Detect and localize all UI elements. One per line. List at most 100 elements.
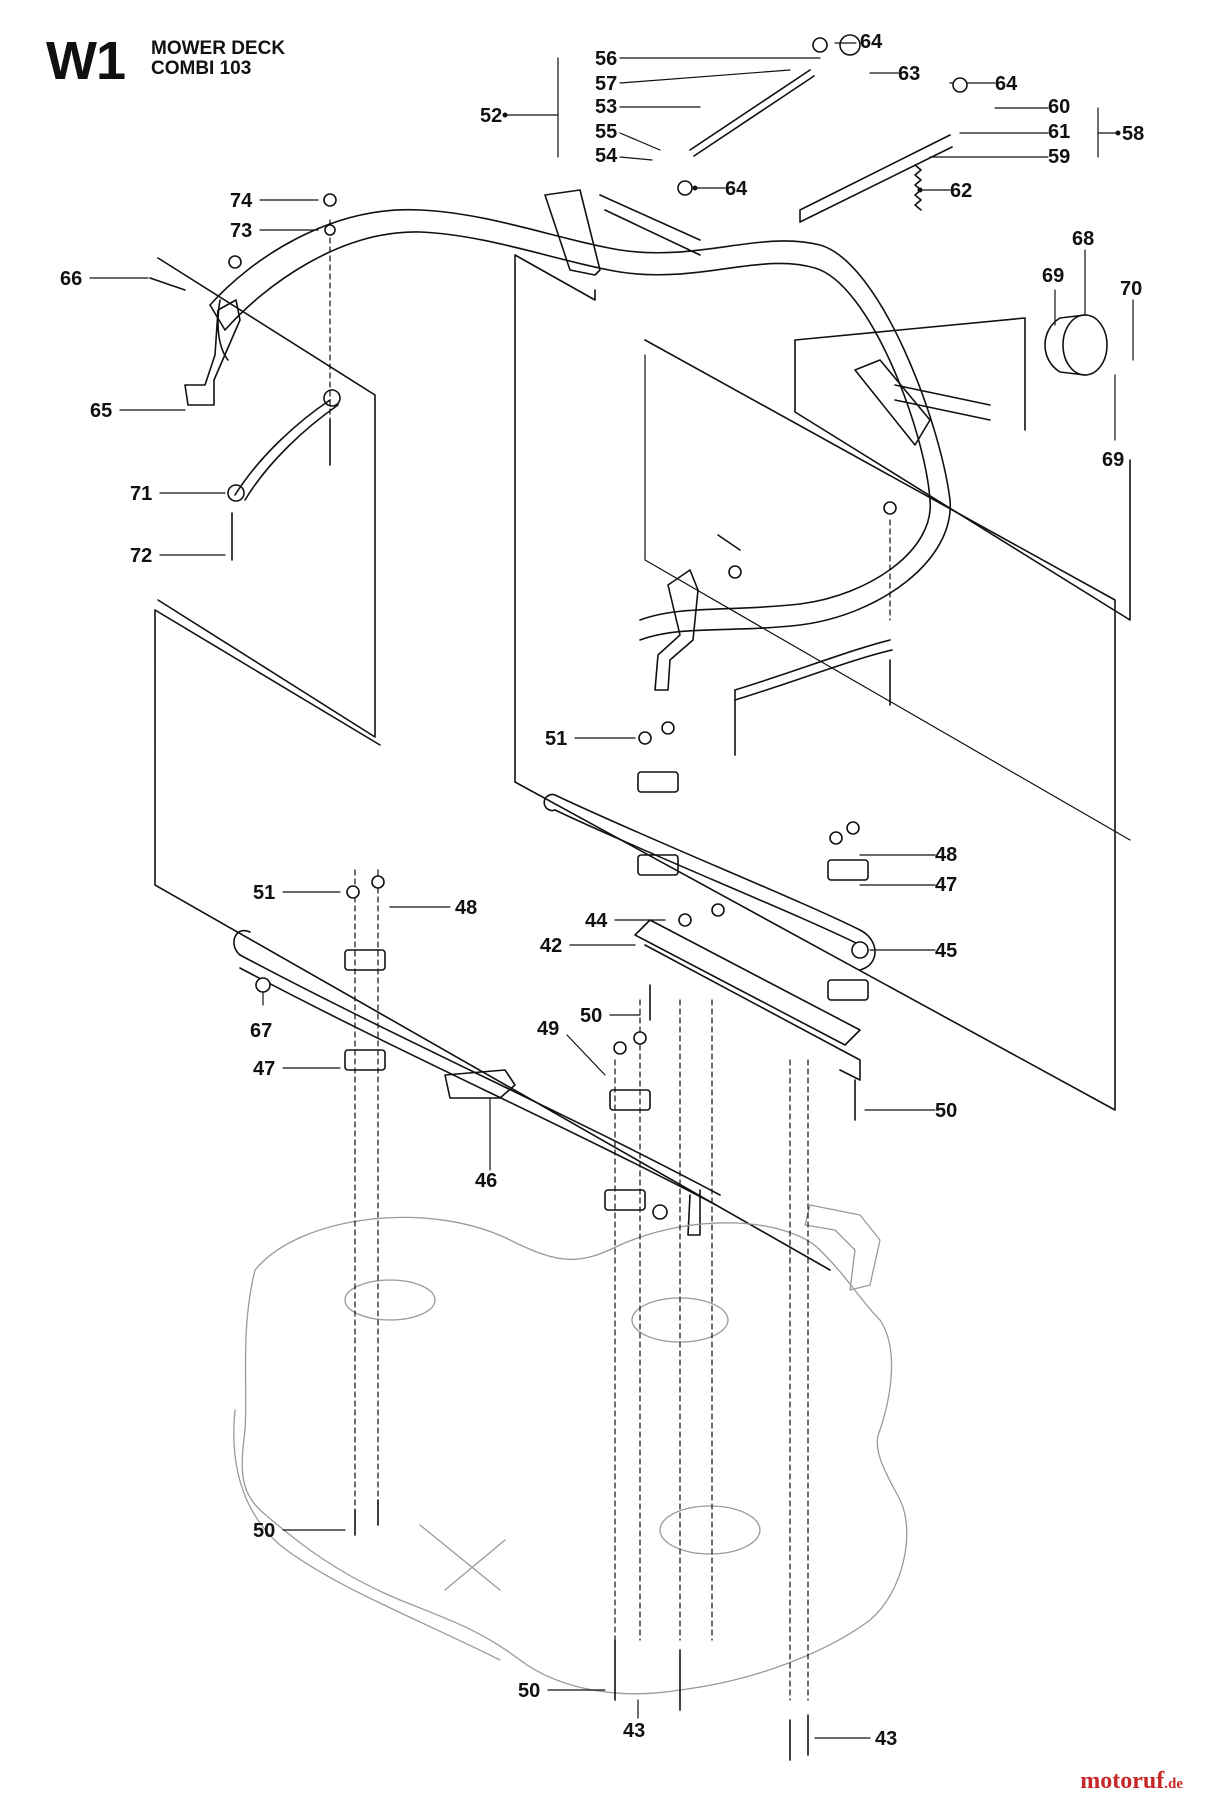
leader-54 bbox=[619, 156, 653, 161]
front-cross-tube bbox=[554, 794, 861, 946]
nut-64b bbox=[677, 180, 693, 196]
lift-arm-tube-inner bbox=[224, 231, 931, 621]
plane-outline-left-lower bbox=[154, 609, 831, 1271]
nut-51a2 bbox=[661, 721, 675, 735]
lower-lift-arm-left-end bbox=[233, 929, 251, 956]
leader-58-brace bbox=[1097, 107, 1119, 158]
clamp-block-center-upper bbox=[637, 771, 679, 793]
adjust-rod-elbow bbox=[839, 34, 861, 56]
callout-51: 51 bbox=[545, 728, 567, 750]
tension-arm-axle bbox=[894, 384, 991, 421]
callout-47: 47 bbox=[935, 874, 957, 896]
diagram-code: W1 bbox=[46, 31, 126, 91]
clamp-block-right-lower bbox=[827, 979, 869, 1001]
nut-44 bbox=[678, 913, 692, 927]
callout-47: 47 bbox=[253, 1058, 275, 1080]
callout-58: 58 bbox=[1122, 123, 1144, 145]
diagram-title-line2: COMBI 103 bbox=[151, 58, 252, 79]
callout-61: 61 bbox=[1048, 121, 1070, 143]
nut-67 bbox=[255, 977, 271, 993]
diagram-title-line1: MOWER DECK bbox=[151, 38, 286, 59]
left-link-end-bottom bbox=[227, 484, 245, 502]
callout-69: 69 bbox=[1042, 265, 1064, 287]
mower-deck-outline bbox=[241, 1216, 908, 1695]
callout-53: 53 bbox=[595, 96, 617, 118]
plane-outline-right bbox=[794, 317, 1131, 621]
clamp-block-right-upper bbox=[827, 859, 869, 881]
callout-72: 72 bbox=[130, 545, 152, 567]
plane-outline-mid bbox=[644, 354, 1131, 841]
callout-57: 57 bbox=[595, 73, 617, 95]
plane-outline-left-upper bbox=[157, 257, 376, 738]
callout-42: 42 bbox=[540, 935, 562, 957]
callout-52: 52 bbox=[480, 105, 502, 127]
callout-48: 48 bbox=[455, 897, 477, 919]
watermark-main: motoruf bbox=[1080, 1768, 1165, 1794]
lift-arm-tube bbox=[209, 208, 951, 641]
nut-45 bbox=[851, 941, 869, 959]
callout-70: 70 bbox=[1120, 278, 1142, 300]
spindle-left bbox=[344, 1279, 436, 1321]
nut-51b2 bbox=[371, 875, 385, 889]
deck-handle bbox=[804, 1204, 881, 1291]
nut-left-upper bbox=[228, 255, 242, 269]
nut-51b bbox=[346, 885, 360, 899]
deck-x-mark bbox=[419, 1524, 506, 1591]
callout-51: 51 bbox=[253, 882, 275, 904]
leader-52-brace bbox=[504, 57, 559, 158]
callout-64: 64 bbox=[725, 178, 748, 200]
center-plate-lower bbox=[644, 944, 861, 1081]
callout-50: 50 bbox=[580, 1005, 602, 1027]
left-bracket bbox=[184, 299, 241, 406]
callout-49: 49 bbox=[537, 1018, 559, 1040]
callout-59: 59 bbox=[1048, 146, 1070, 168]
callout-64: 64 bbox=[995, 73, 1018, 95]
nut-48a-1 bbox=[846, 821, 860, 835]
callout-43: 43 bbox=[875, 1728, 897, 1750]
right-bracket bbox=[654, 569, 699, 691]
front-cross-tube-end bbox=[543, 793, 556, 812]
nut-right-upper bbox=[883, 501, 897, 515]
nut-44b bbox=[711, 903, 725, 917]
stop-plate bbox=[444, 1069, 516, 1099]
callout-50: 50 bbox=[518, 1680, 540, 1702]
callout-48: 48 bbox=[935, 844, 957, 866]
leader-55 bbox=[619, 132, 661, 151]
nut-48a-2 bbox=[829, 831, 843, 845]
nut-51a bbox=[638, 731, 652, 745]
bolt-66 bbox=[149, 277, 186, 291]
nut-mid bbox=[652, 1204, 668, 1220]
callout-62: 62 bbox=[950, 180, 972, 202]
callout-60: 60 bbox=[1048, 96, 1070, 118]
left-link bbox=[234, 399, 339, 501]
nut-64c bbox=[952, 77, 968, 93]
watermark-domain: .de bbox=[1164, 1776, 1183, 1792]
pivot-plate bbox=[544, 189, 601, 276]
callout-56: 56 bbox=[595, 48, 617, 70]
mower-deck-rim bbox=[233, 1409, 501, 1661]
callout-63: 63 bbox=[898, 63, 920, 85]
nut-74 bbox=[323, 193, 337, 207]
nut-64a bbox=[812, 37, 828, 53]
callout-67: 67 bbox=[250, 1020, 272, 1042]
front-cross-tube-bend bbox=[859, 929, 876, 971]
callout-45: 45 bbox=[935, 940, 957, 962]
callout-55: 55 bbox=[595, 121, 617, 143]
callout-74: 74 bbox=[230, 190, 253, 212]
leader-57 bbox=[619, 69, 791, 84]
callout-50: 50 bbox=[935, 1100, 957, 1122]
callout-73: 73 bbox=[230, 220, 252, 242]
callout-44: 44 bbox=[585, 910, 608, 932]
callout-43: 43 bbox=[623, 1720, 645, 1742]
callout-64: 64 bbox=[860, 31, 883, 53]
washer-73 bbox=[324, 224, 336, 236]
clamp-block-left-upper bbox=[344, 949, 386, 971]
callout-65: 65 bbox=[90, 400, 112, 422]
watermark: motoruf.de bbox=[1080, 1768, 1183, 1795]
nut-49-1 bbox=[613, 1041, 627, 1055]
callout-54: 54 bbox=[595, 145, 618, 167]
nut-49-2 bbox=[633, 1031, 647, 1045]
spindle-right bbox=[659, 1505, 761, 1555]
